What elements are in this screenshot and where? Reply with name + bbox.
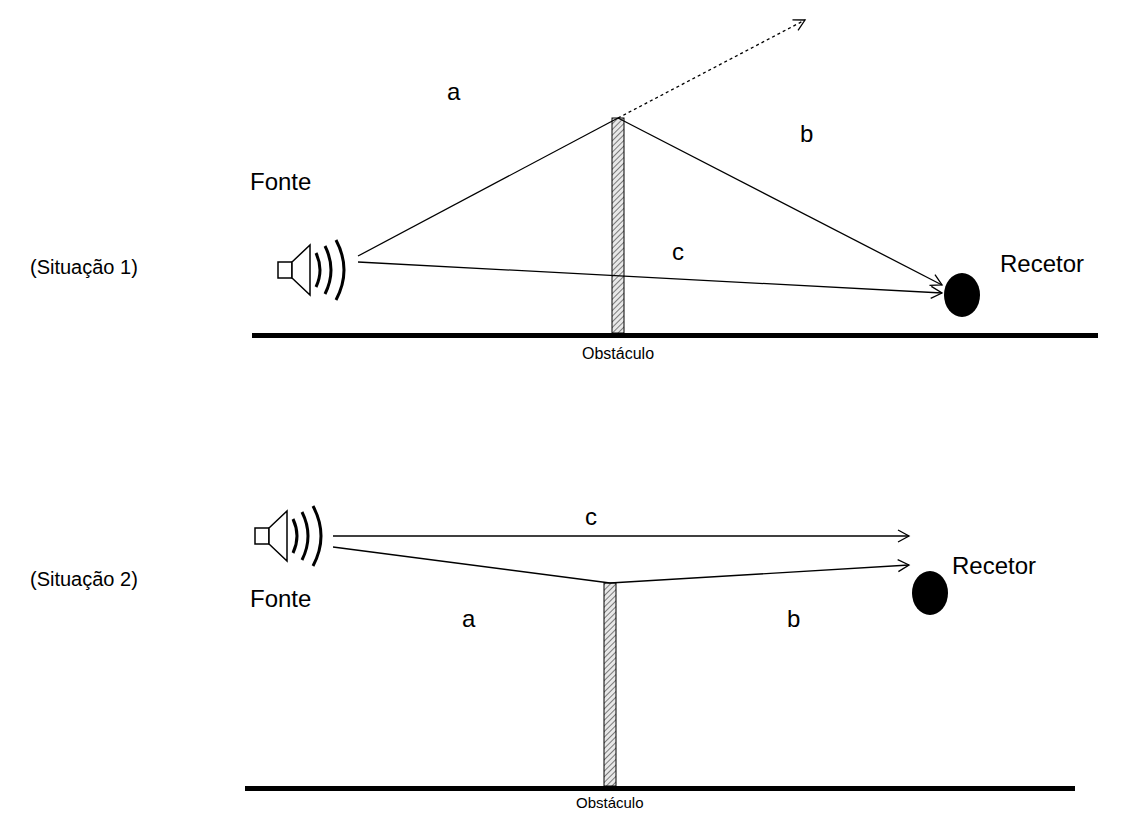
path-letter: c (585, 503, 597, 531)
situation-2 (245, 506, 1075, 791)
obstacle-label: Obstáculo (576, 794, 644, 811)
source-label: Fonte (250, 168, 311, 196)
path-letter: a (462, 605, 475, 633)
receiver-label: Recetor (952, 552, 1036, 580)
path-letter: b (800, 120, 813, 148)
situation-label: (Situação 2) (30, 568, 138, 591)
source-label: Fonte (250, 585, 311, 613)
obstacle-label: Obstáculo (582, 345, 654, 363)
path-letter: c (672, 238, 684, 266)
receiver-label: Recetor (1000, 250, 1084, 278)
situation-1 (252, 20, 1098, 338)
path-letter: b (787, 605, 800, 633)
path-letter: a (447, 78, 460, 106)
situation-label: (Situação 1) (30, 256, 138, 279)
